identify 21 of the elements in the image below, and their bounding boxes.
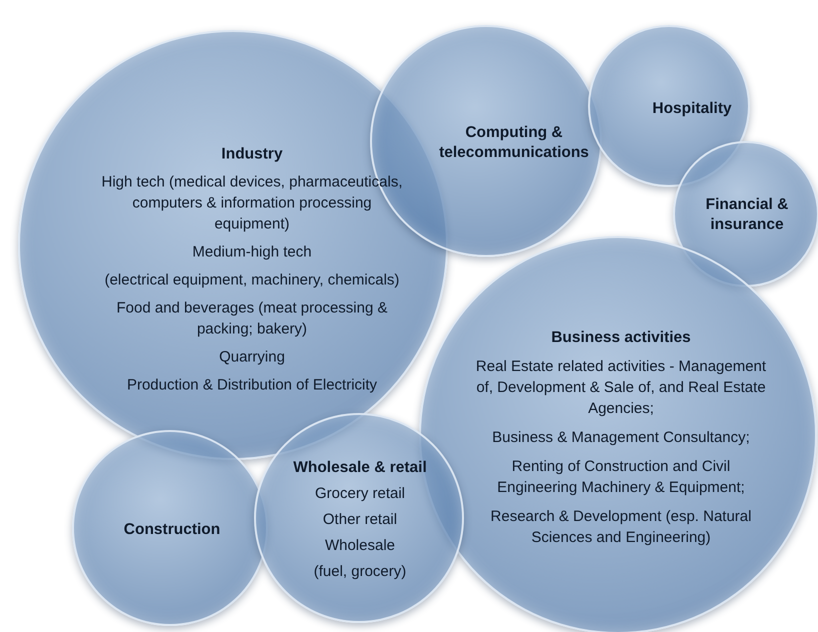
category-item: Production & Distribution of Electricity [126,376,378,396]
category-item: Grocery retail [314,484,406,504]
category-heading: Computing & telecommunications [438,123,590,163]
category-item: Wholesale [324,536,396,556]
category-item: Medium-high tech [192,242,312,262]
category-heading: Industry [221,144,283,164]
category-item: Real Estate related activities - Management of, Development & Sale of, and Real Estate Agencies; [474,357,768,419]
category-item: (electrical equipment, machinery, chemicals) [104,270,400,290]
category-heading: Hospitality [652,99,732,119]
category-heading: Financial & insurance [704,195,790,235]
category-heading: Business activities [551,328,691,348]
category-item: Research & Development (esp. Natural Sciences and Engineering) [490,507,752,548]
category-heading: Wholesale & retail [293,458,427,478]
category-item: Quarrying [219,348,285,368]
category-item: Business & Management Consultancy; [492,428,750,448]
category-item: Other retail [322,510,398,530]
category-item: (fuel, grocery) [314,562,406,582]
category-item: High tech (medical devices, pharmaceuticals, computers & information processing equipment) [100,172,404,234]
category-item: Food and beverages (meat processing & packing; bakery) [116,298,388,340]
category-heading: Construction [124,520,220,540]
category-item: Renting of Construction and Civil Engineering Machinery & Equipment; [496,457,746,498]
